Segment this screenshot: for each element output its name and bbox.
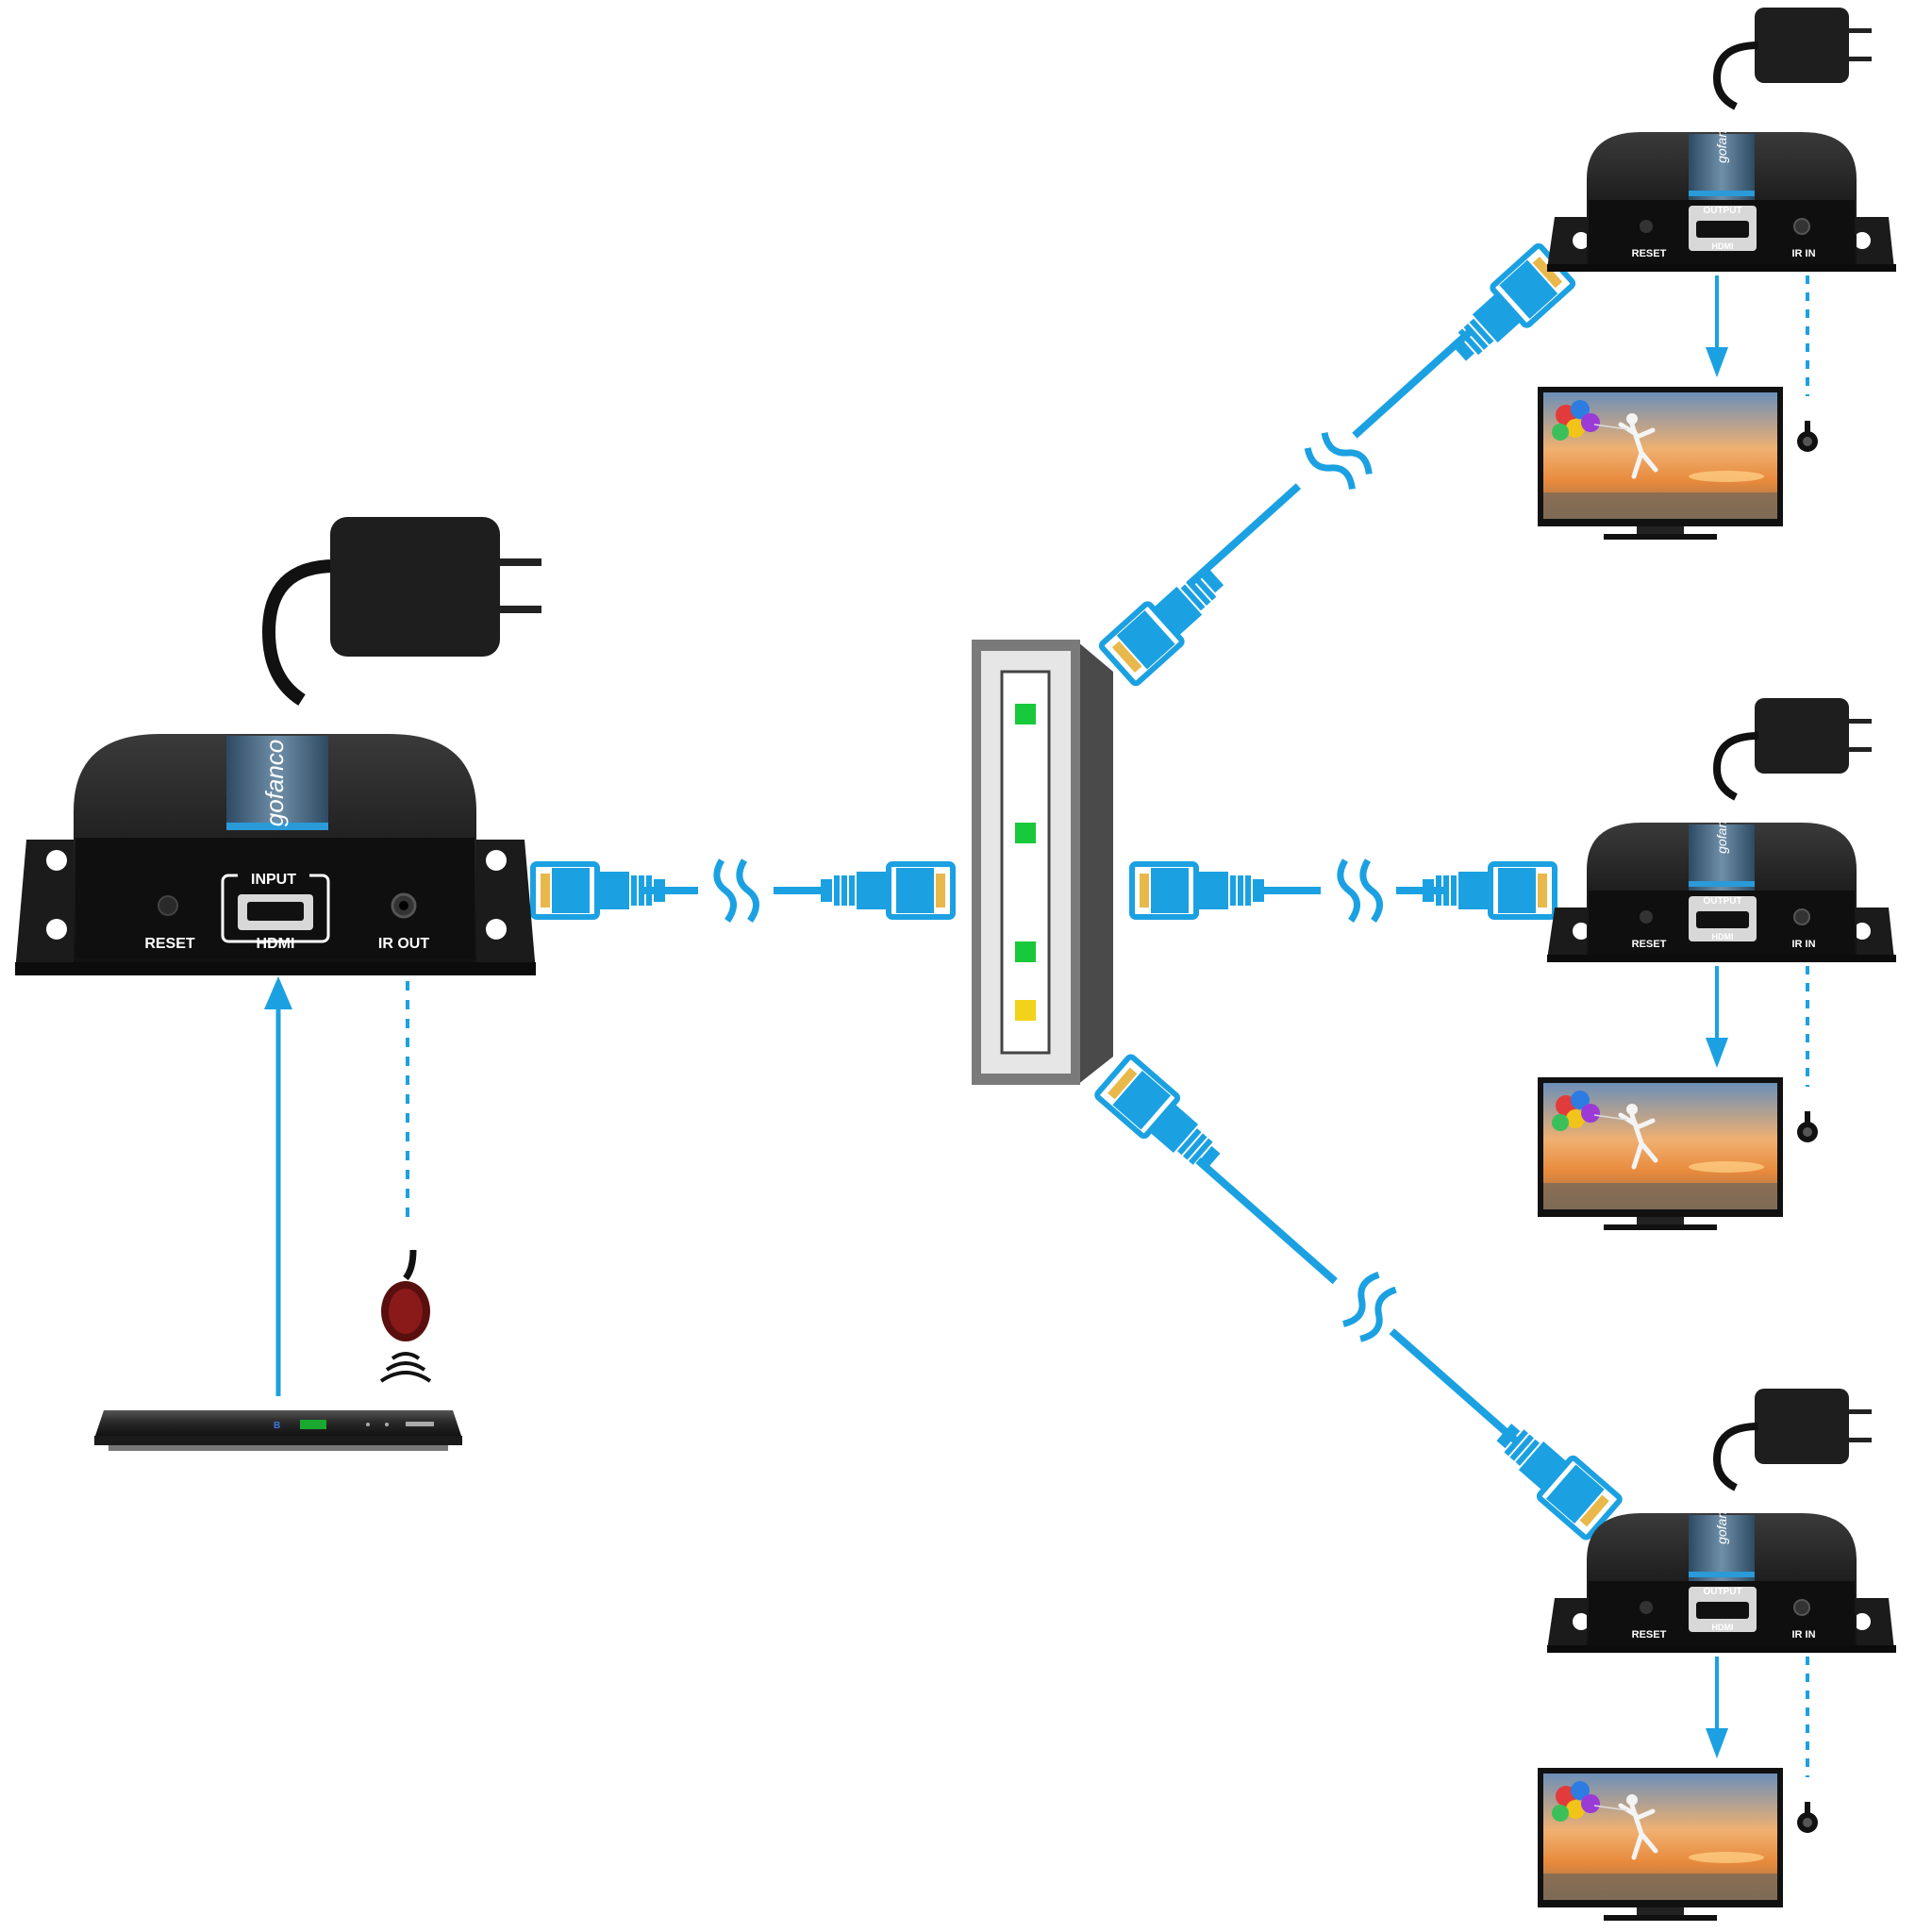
transmitter-unit: gofanco RESET INPUT HDMI IR OUT [15,734,536,975]
ir-in-port[interactable] [1793,908,1810,925]
bluray-player-icon: B [94,1410,462,1451]
receiver-ir-label: IR IN [1791,248,1815,259]
receiver-brand: gofanco [1714,1497,1729,1544]
transmitter-ir-label: IR OUT [378,936,429,952]
receiver-hdmi-label: HDMI [1712,932,1734,941]
cable-transmitter-to-switch [533,849,953,934]
switch-led-3 [1015,941,1036,962]
rj45-connector-icon [1132,864,1264,917]
rj45-connector-icon [1096,1056,1230,1182]
transmitter-brand: gofanco [260,740,289,827]
ir-sensor-icon [1797,1111,1818,1142]
receiver-hdmi-label: HDMI [1712,1623,1734,1632]
transmitter-reset-label: RESET [144,936,195,952]
receiver-unit-middle: gofanco RESET OUTPUT HDMI IR IN [1538,698,1896,1230]
tv-icon [1538,1077,1783,1230]
receiver-output-label: OUTPUT [1703,206,1741,216]
receiver-brand: gofanco [1714,807,1729,854]
receiver-brand: gofanco [1714,116,1729,163]
receiver-output-label: OUTPUT [1703,1587,1741,1597]
cable-switch-to-receiver-middle [1132,849,1555,934]
transmitter-input-label: INPUT [251,872,296,888]
reset-button[interactable] [158,895,178,916]
ir-in-port[interactable] [1793,218,1810,235]
cable-switch-to-receiver-bottom [1096,1056,1622,1539]
switch-led-4 [1015,1000,1036,1021]
receiver-ir-label: IR IN [1791,1629,1815,1641]
rj45-connector-icon [821,864,953,917]
receiver-unit-bottom: gofanco RESET OUTPUT HDMI IR IN [1538,1389,1896,1921]
receiver-hdmi-label: HDMI [1712,242,1734,251]
receiver-reset-label: RESET [1632,1629,1667,1641]
transmitter-hdmi-label: HDMI [257,936,295,952]
hdmi-signal-arrow [264,976,292,1396]
receiver-reset-label: RESET [1632,939,1667,950]
reset-button[interactable] [1640,910,1653,924]
rj45-connector-icon [1100,558,1234,685]
ir-sensor-icon [379,1249,432,1383]
power-adapter-icon [261,517,541,706]
ir-sensor-icon [1797,421,1818,452]
receiver-output-label: OUTPUT [1703,896,1741,907]
ir-in-port[interactable] [1793,1599,1810,1616]
power-adapter-icon [1717,698,1872,797]
receiver-unit-top: gofanco RESET OUTPUT HDMI IR IN [1538,8,1896,540]
rj45-connector-icon [1487,1412,1621,1539]
reset-button[interactable] [1640,220,1653,233]
tv-icon [1538,387,1783,540]
power-adapter-icon [1717,8,1872,107]
switch-led-2 [1015,823,1036,843]
ir-sensor-icon [1797,1802,1818,1833]
receiver-reset-label: RESET [1632,248,1667,259]
svg-text:B: B [274,1421,280,1431]
switch-led-1 [1015,704,1036,724]
reset-button[interactable] [1640,1601,1653,1614]
network-switch-icon [972,640,1113,1085]
cable-switch-to-receiver-top [1100,244,1574,685]
receiver-ir-label: IR IN [1791,939,1815,950]
power-adapter-icon [1717,1389,1872,1488]
tv-icon [1538,1768,1783,1921]
